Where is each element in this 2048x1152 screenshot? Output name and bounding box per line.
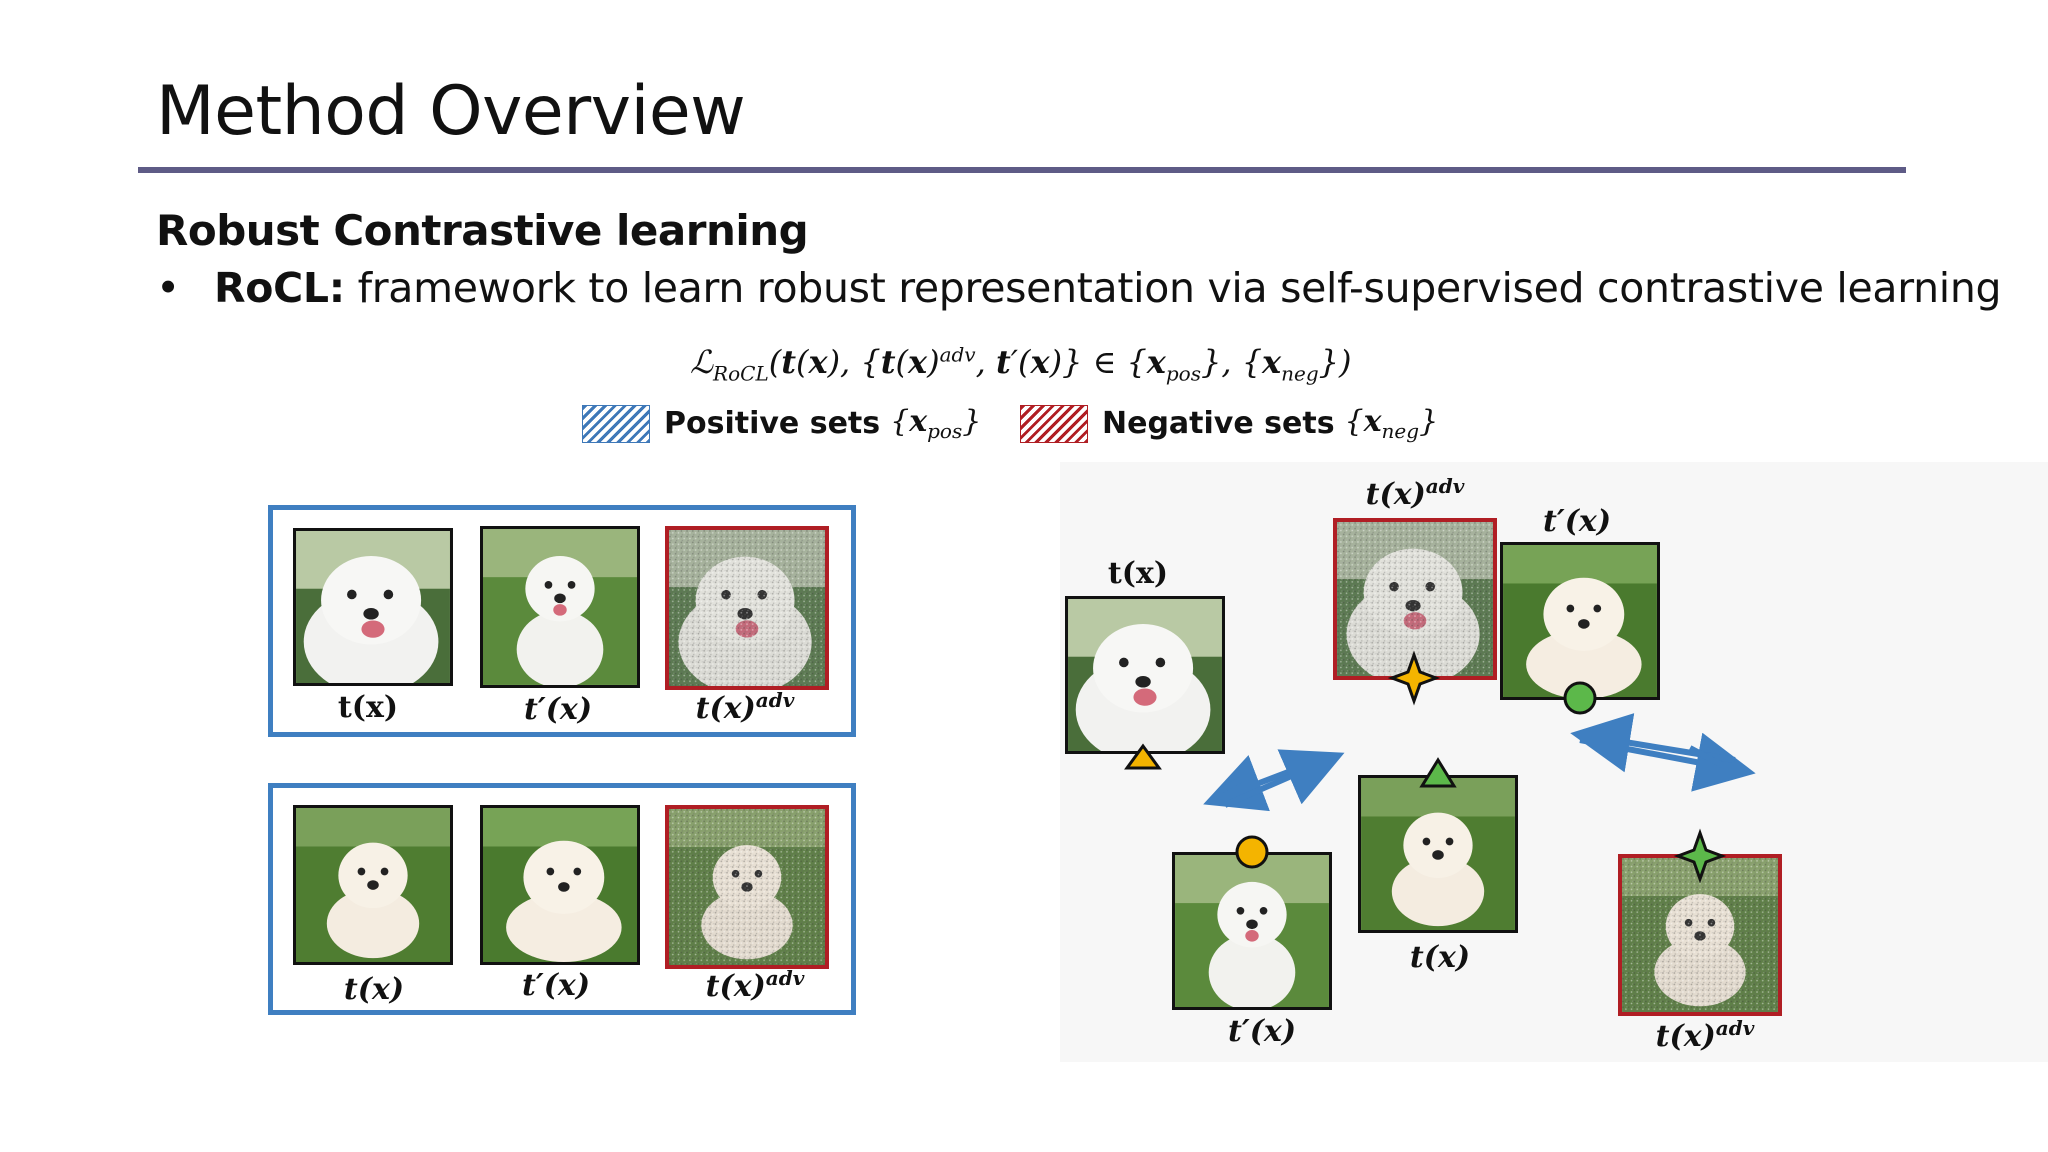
label-a-tprime: t′(x) xyxy=(1527,504,1627,539)
label-b-tx: t(x) xyxy=(1390,940,1490,975)
puppy-image-tx xyxy=(293,528,453,686)
embed-image-a-tx xyxy=(1065,596,1225,754)
label-b-tprime: t′(x) xyxy=(1212,1014,1312,1049)
legend-negative: Negative sets {xneg} xyxy=(1020,404,1438,443)
label-a-tx: t(x) xyxy=(1088,556,1188,591)
label-tx-1: t(x) xyxy=(318,690,418,725)
label-tx-2: t(x) xyxy=(324,972,424,1007)
legend-positive: Positive sets {xpos} xyxy=(582,404,981,443)
label-tadv-1: t(x)adv xyxy=(680,688,810,726)
embed-image-b-tx xyxy=(1358,775,1518,933)
label-tadv-2: t(x)adv xyxy=(690,966,820,1004)
bullet-symbol: • xyxy=(156,264,214,312)
bullet-term: RoCL: xyxy=(214,264,345,312)
positive-label: Positive sets xyxy=(664,406,880,441)
puppy-image-tprime xyxy=(480,526,640,688)
formula-body: (t(x), {t(x)adv, t′(x)} ∈ {xpos}, {xneg}… xyxy=(769,343,1352,381)
positive-math: {xpos} xyxy=(890,404,981,443)
negative-math: {xneg} xyxy=(1345,404,1439,443)
negative-swatch xyxy=(1020,405,1088,443)
puppy-image-tx-adv xyxy=(665,526,829,690)
negative-label: Negative sets xyxy=(1102,406,1335,441)
label-tprime-1: t′(x) xyxy=(508,692,608,727)
section-heading: Robust Contrastive learning xyxy=(156,206,808,255)
puppy-image-tx-adv-2 xyxy=(665,805,829,969)
positive-swatch xyxy=(582,405,650,443)
title-underline xyxy=(138,167,1906,173)
embed-image-b-tprime xyxy=(1172,852,1332,1010)
puppy-image-tx-2 xyxy=(293,805,453,965)
label-a-tadv: t(x)adv xyxy=(1350,474,1480,512)
label-b-tadv: t(x)adv xyxy=(1640,1016,1770,1054)
embed-image-b-tadv xyxy=(1618,854,1782,1016)
bullet-text: framework to learn robust representation… xyxy=(345,264,2001,312)
formula-loss-symbol: ℒRoCL xyxy=(690,343,769,381)
embed-image-a-tprime xyxy=(1500,542,1660,700)
puppy-image-tprime-2 xyxy=(480,805,640,965)
rocl-loss-formula: ℒRoCL(t(x), {t(x)adv, t′(x)} ∈ {xpos}, {… xyxy=(690,342,1352,385)
bullet-point: •RoCL: framework to learn robust represe… xyxy=(156,264,2001,312)
slide-title: Method Overview xyxy=(156,72,745,151)
label-tprime-2: t′(x) xyxy=(506,968,606,1003)
embed-image-a-tadv xyxy=(1333,518,1497,680)
